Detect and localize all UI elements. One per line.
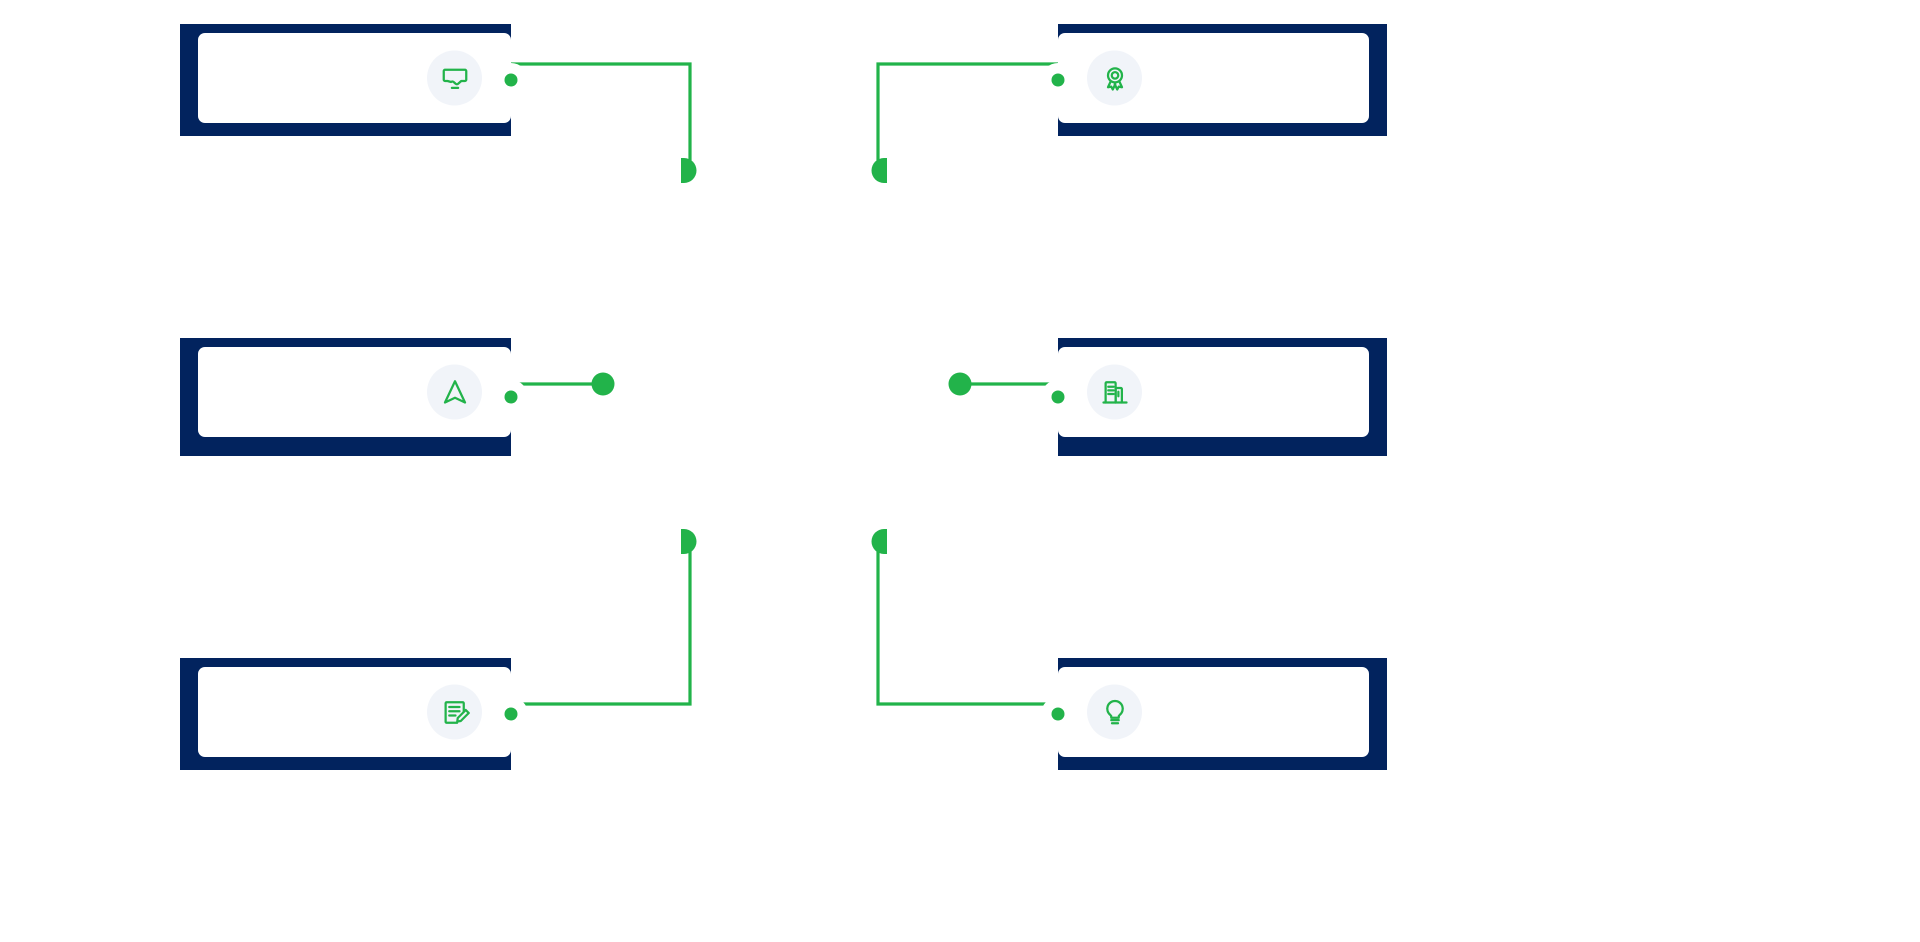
- connector-document-edit-line: [511, 542, 692, 706]
- node-award[interactable]: [1041, 24, 1387, 136]
- node-award-surface: [1058, 33, 1369, 123]
- connector-award-line: [876, 62, 1058, 170]
- node-navigation[interactable]: [180, 338, 528, 456]
- node-presentation-connector-notch[interactable]: [494, 63, 528, 97]
- node-presentation-icon-bubble: [427, 50, 482, 106]
- connector-document-edit-endpoint[interactable]: [681, 529, 697, 554]
- connector-dot: [1051, 390, 1065, 404]
- connector-presentation-line: [511, 62, 692, 170]
- connector-idea-endpoint[interactable]: [871, 529, 888, 554]
- node-presentation-surface: [198, 33, 511, 123]
- presentation-screen-icon: [442, 68, 467, 89]
- connector-building-endpoint[interactable]: [948, 372, 972, 396]
- node-building-icon-bubble: [1087, 364, 1142, 420]
- connector-dot: [504, 707, 518, 721]
- connector-dot: [504, 390, 518, 404]
- document-edit-icon: [444, 700, 470, 724]
- node-navigation-connector-notch[interactable]: [494, 380, 528, 414]
- node-document-edit-connector-notch[interactable]: [494, 697, 528, 731]
- node-award-connector-notch[interactable]: [1041, 63, 1075, 97]
- node-building[interactable]: [1041, 338, 1387, 456]
- award-ribbon-icon: [1106, 66, 1123, 91]
- connector-idea-line: [876, 542, 1058, 706]
- node-presentation[interactable]: [180, 24, 528, 136]
- node-idea-surface: [1058, 667, 1369, 757]
- connector-dot: [1051, 73, 1065, 87]
- node-navigation-icon-bubble: [427, 364, 482, 420]
- connector-dot: [504, 73, 518, 87]
- office-building-icon: [1101, 380, 1128, 404]
- connector-dot: [1051, 707, 1065, 721]
- node-document-edit[interactable]: [180, 658, 528, 770]
- node-idea-icon-bubble: [1087, 684, 1142, 740]
- connector-presentation-endpoint[interactable]: [681, 158, 697, 183]
- lightbulb-idea-icon: [1105, 699, 1124, 724]
- node-idea[interactable]: [1041, 658, 1387, 770]
- node-building-connector-notch[interactable]: [1041, 380, 1075, 414]
- connector-award-endpoint[interactable]: [871, 158, 888, 183]
- navigation-arrow-icon: [443, 379, 466, 404]
- connector-navigation-endpoint[interactable]: [591, 372, 615, 396]
- node-document-edit-surface: [198, 667, 511, 757]
- node-building-surface: [1058, 347, 1369, 437]
- node-award-icon-bubble: [1087, 50, 1142, 106]
- node-document-edit-icon-bubble: [427, 684, 482, 740]
- node-navigation-surface: [198, 347, 511, 437]
- node-idea-connector-notch[interactable]: [1041, 697, 1075, 731]
